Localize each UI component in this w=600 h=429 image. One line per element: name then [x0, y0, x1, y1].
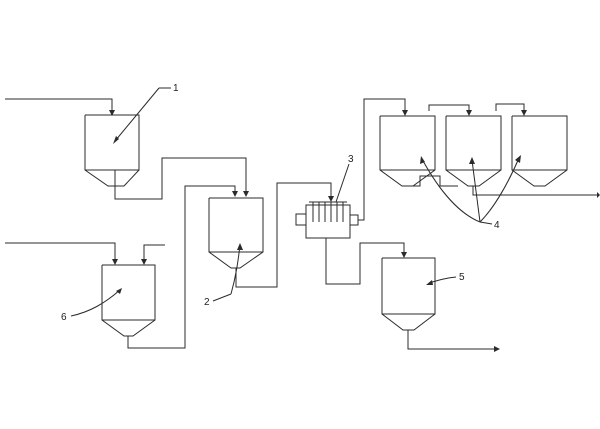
- label-tank-1: 1: [173, 83, 179, 94]
- tank-5: [381, 257, 436, 331]
- tank-4c: [511, 115, 568, 187]
- flow-arrows: [109, 110, 600, 352]
- tank-6: [101, 264, 156, 337]
- filter-3: [295, 201, 359, 239]
- label-tank-5: 5: [459, 272, 465, 283]
- label-tank-2: 2: [204, 297, 210, 308]
- label-tanks-4: 4: [494, 220, 500, 231]
- tank-2: [208, 197, 264, 269]
- tank-1: [84, 114, 140, 187]
- label-tank-6: 6: [61, 312, 67, 323]
- pipes: [5, 98, 597, 350]
- leader-lines: [70, 87, 521, 317]
- label-filter-3: 3: [348, 154, 354, 165]
